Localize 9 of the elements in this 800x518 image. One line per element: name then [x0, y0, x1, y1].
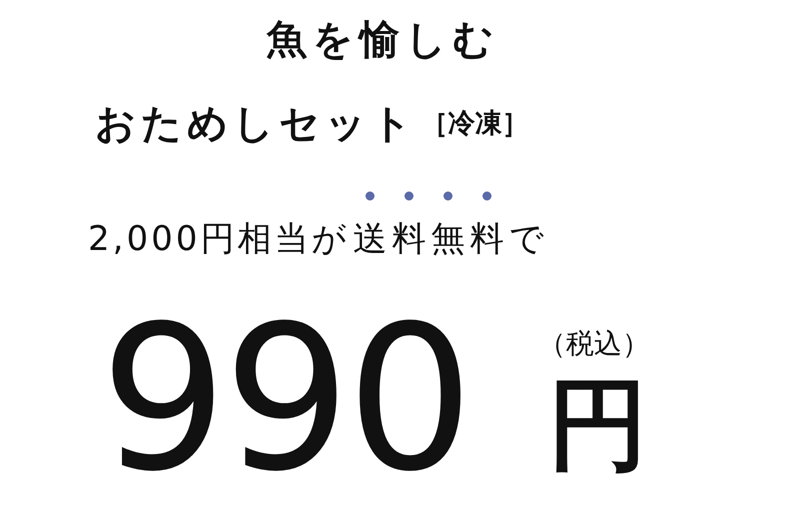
price-number: 990 — [100, 300, 470, 500]
heading-text: 魚を愉しむ — [266, 20, 500, 60]
currency-unit: 円 — [548, 375, 648, 475]
heading-text: おためしセット — [95, 104, 417, 144]
offer-text: 2,000円相当が — [88, 222, 350, 256]
note-text: ［冷凍］ — [421, 110, 529, 137]
offer-text: で — [509, 222, 544, 256]
emphasized-text: 送料無料 — [353, 222, 509, 256]
tax-note: （税込） — [538, 330, 650, 358]
